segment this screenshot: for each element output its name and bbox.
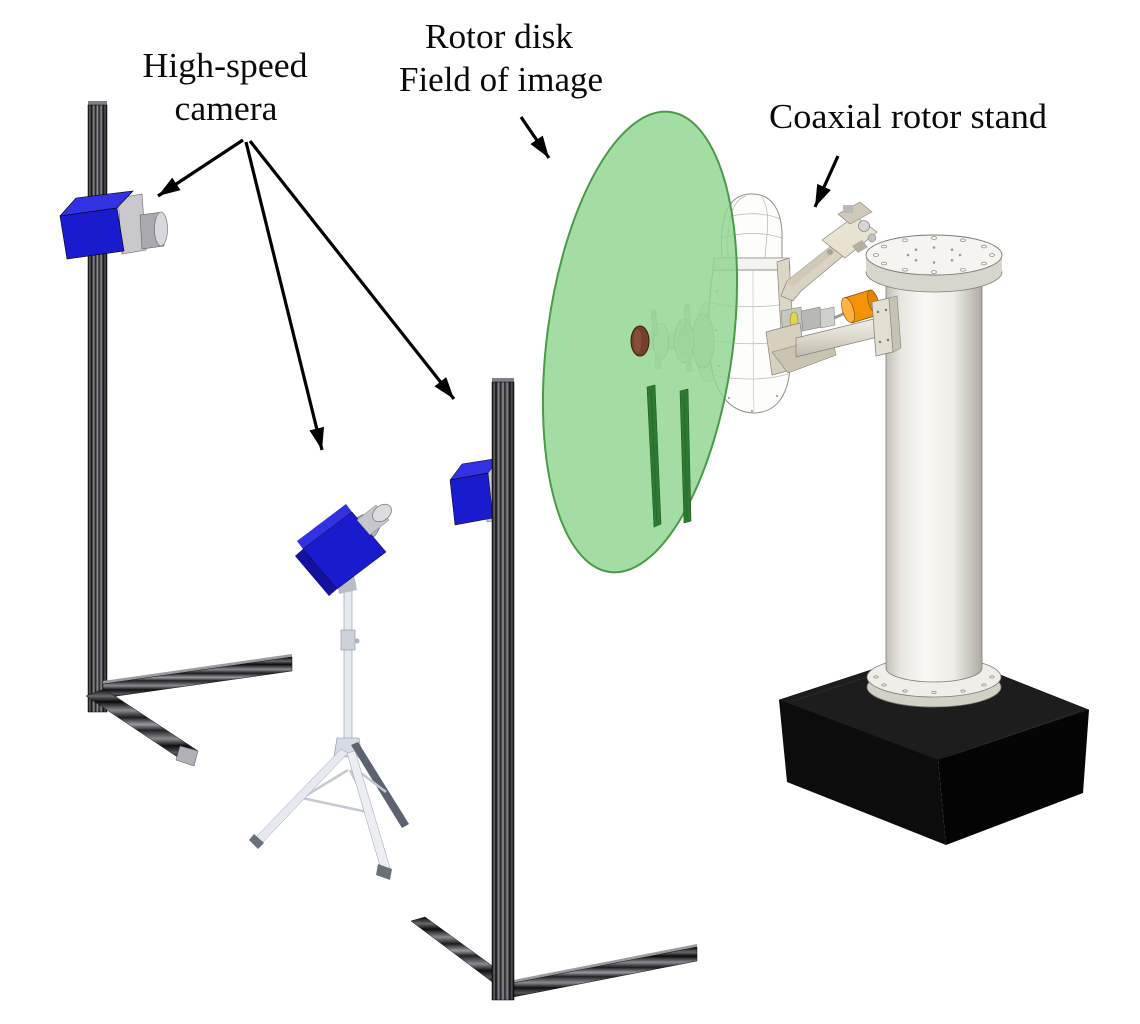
annotation-arrows bbox=[157, 116, 840, 451]
coaxial-rotor-stand bbox=[541, 110, 1090, 845]
camera-tripod bbox=[249, 584, 409, 880]
arrow-to-rotor-disk bbox=[519, 116, 551, 159]
camera-2-side bbox=[295, 549, 337, 596]
support-arm-assembly bbox=[765, 295, 902, 376]
label-high-speed-camera-line1: High-speed bbox=[143, 46, 308, 85]
swash-actuator bbox=[776, 201, 878, 333]
arrow-to-rotor-stand bbox=[813, 155, 840, 208]
spinner-highlight bbox=[633, 329, 642, 353]
actuator-details bbox=[827, 205, 877, 255]
rail2-top-cap bbox=[492, 378, 514, 383]
camera-3-body bbox=[449, 472, 494, 526]
camera-1-body bbox=[59, 207, 125, 260]
rail2-foot-right bbox=[507, 946, 698, 999]
rotor-blades bbox=[646, 384, 692, 528]
motor-drive bbox=[780, 289, 880, 336]
rail-foot-endcap bbox=[175, 745, 199, 767]
top-flange-bolt-holes bbox=[873, 236, 995, 274]
tripod-foot-left bbox=[249, 834, 264, 849]
base-front-left-face bbox=[779, 700, 946, 845]
camera-2-lens-face bbox=[372, 503, 392, 523]
tripod-knob bbox=[354, 638, 360, 644]
camera-2-body bbox=[302, 511, 387, 590]
label-coaxial-rotor-stand: Coaxial rotor stand bbox=[769, 97, 1048, 136]
top-flange-surface bbox=[865, 234, 1003, 276]
mount-plate-bolts bbox=[876, 308, 890, 344]
tripod-foot-front bbox=[376, 864, 392, 880]
label-rotor-disk-line1: Rotor disk bbox=[425, 17, 573, 56]
drive-motor-left-cap bbox=[841, 297, 855, 323]
camera-2-top bbox=[297, 504, 352, 549]
tripod-pole bbox=[343, 584, 353, 746]
camera-1 bbox=[59, 190, 168, 260]
arrow-to-camera-3 bbox=[248, 140, 456, 400]
coupling-end bbox=[819, 306, 836, 329]
tripod-leg-back bbox=[351, 742, 409, 828]
annotation-labels: High-speed camera Rotor disk Field of im… bbox=[143, 17, 1048, 136]
support-column bbox=[885, 282, 983, 683]
rail-top-cap bbox=[88, 101, 107, 106]
base-front-right-face bbox=[938, 710, 1089, 845]
coupling-cylinder bbox=[800, 306, 823, 332]
camera-2 bbox=[295, 503, 392, 596]
tripod-clamp bbox=[340, 629, 356, 651]
right-camera-rail bbox=[410, 378, 698, 1001]
rotor-blade-2-ridge bbox=[683, 393, 688, 519]
rotor-disk-edge bbox=[541, 110, 739, 574]
bottom-flange-bolt-holes bbox=[873, 675, 995, 694]
camera-1-lens-face bbox=[154, 211, 168, 247]
rotor-blade-1-ridge bbox=[650, 389, 658, 523]
arrow-to-camera-2 bbox=[244, 141, 325, 451]
rail-post bbox=[87, 104, 108, 713]
label-rotor-disk-line2: Field of image bbox=[399, 60, 603, 99]
top-flange-inner-bolts bbox=[906, 246, 962, 264]
rail2-post bbox=[491, 381, 515, 1001]
tripod-leg-left bbox=[255, 748, 349, 843]
column-mount-plate-side bbox=[888, 295, 902, 353]
label-high-speed-camera-line2: camera bbox=[175, 89, 278, 128]
left-camera-rail bbox=[85, 101, 293, 767]
arrow-to-camera-1 bbox=[157, 138, 244, 198]
